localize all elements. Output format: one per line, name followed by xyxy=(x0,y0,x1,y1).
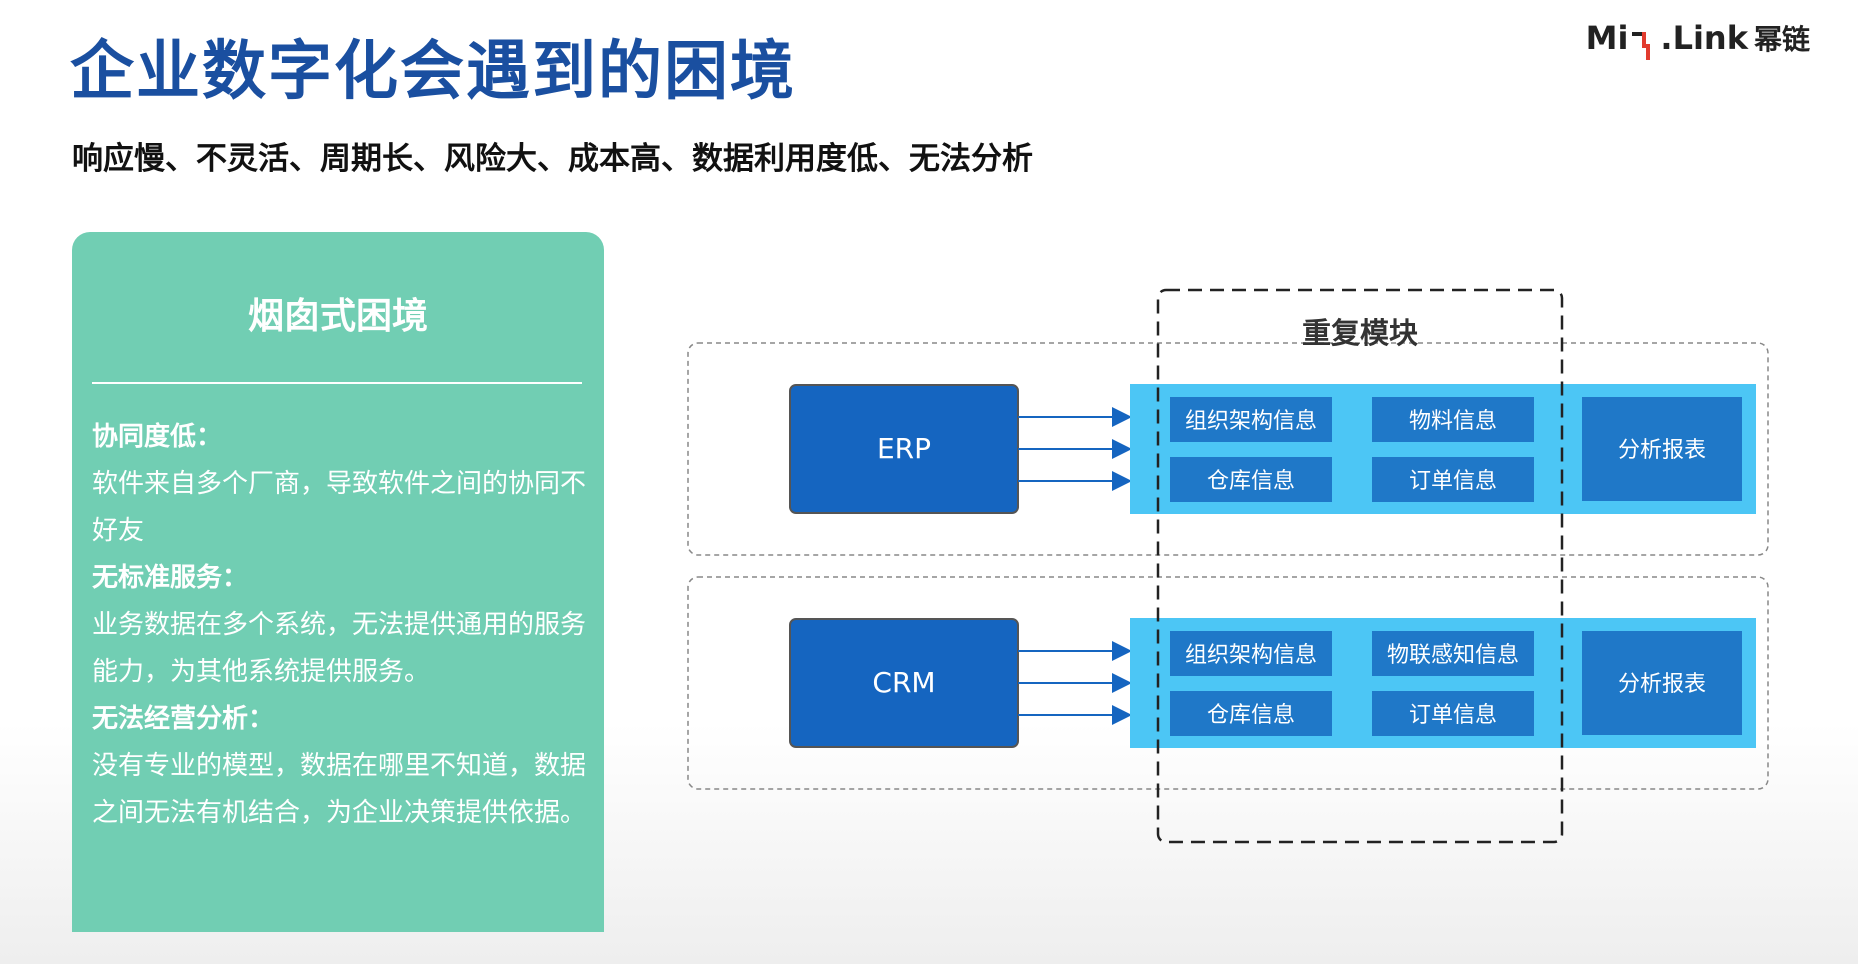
module-label: 仓库信息 xyxy=(1207,469,1295,494)
panel-title: 烟囱式困境 xyxy=(247,296,428,337)
section-heading-analysis: 无法经营分析： xyxy=(92,704,275,734)
report-label-erp: 分析报表 xyxy=(1618,438,1706,463)
module-label: 订单信息 xyxy=(1409,469,1497,494)
brand-logo: Mi .Link 幂链 xyxy=(1586,18,1810,58)
section-text-standard-service: 业务数据在多个系统，无法提供通用的服务能力，为其他系统提供服务。 xyxy=(92,610,587,687)
system-label-erp: ERP xyxy=(877,432,931,465)
logo-chinese: 幂链 xyxy=(1753,23,1810,56)
page-title: 企业数字化会遇到的困境 xyxy=(70,35,796,109)
panel-divider xyxy=(92,382,582,384)
module-label: 仓库信息 xyxy=(1207,703,1295,728)
report-label-crm: 分析报表 xyxy=(1618,672,1706,697)
module-box xyxy=(1170,631,1332,676)
module-box xyxy=(1372,457,1534,502)
module-box xyxy=(1372,691,1534,736)
report-box-crm xyxy=(1582,631,1742,735)
module-label: 物料信息 xyxy=(1409,409,1497,434)
logo-text-link: .Link xyxy=(1660,19,1748,57)
section-text-collaboration: 软件来自多个厂商，导致软件之间的协同不好友 xyxy=(92,469,587,546)
module-label: 组织架构信息 xyxy=(1185,643,1317,668)
module-box xyxy=(1372,397,1534,442)
page-subtitle: 响应慢、不灵活、周期长、风险大、成本高、数据利用度低、无法分析 xyxy=(72,141,1033,177)
section-heading-standard-service: 无标准服务： xyxy=(92,563,249,593)
row-container-erp xyxy=(687,342,1769,556)
module-box xyxy=(1170,691,1332,736)
module-label: 订单信息 xyxy=(1409,703,1497,728)
system-label-crm: CRM xyxy=(872,666,935,699)
module-box xyxy=(1170,457,1332,502)
logo-mark-icon xyxy=(1630,24,1658,52)
module-label: 组织架构信息 xyxy=(1185,409,1317,434)
repeat-module-outline xyxy=(1156,288,1564,844)
problem-panel: 烟囱式困境 协同度低： 软件来自多个厂商，导致软件之间的协同不好友 无标准服务：… xyxy=(72,232,604,932)
row-container-crm xyxy=(687,576,1769,790)
module-box xyxy=(1372,631,1534,676)
module-box xyxy=(1170,397,1332,442)
repeat-module-label: 重复模块 xyxy=(1302,316,1418,350)
section-heading-collaboration: 协同度低： xyxy=(92,422,223,452)
module-label: 物联感知信息 xyxy=(1387,643,1519,668)
report-box-erp xyxy=(1582,397,1742,501)
logo-text: Mi xyxy=(1585,19,1629,57)
section-text-analysis: 没有专业的模型，数据在哪里不知道，数据之间无法有机结合，为企业决策提供依据。 xyxy=(92,751,587,828)
panel-body: 协同度低： 软件来自多个厂商，导致软件之间的协同不好友 无标准服务： 业务数据在… xyxy=(92,414,592,837)
